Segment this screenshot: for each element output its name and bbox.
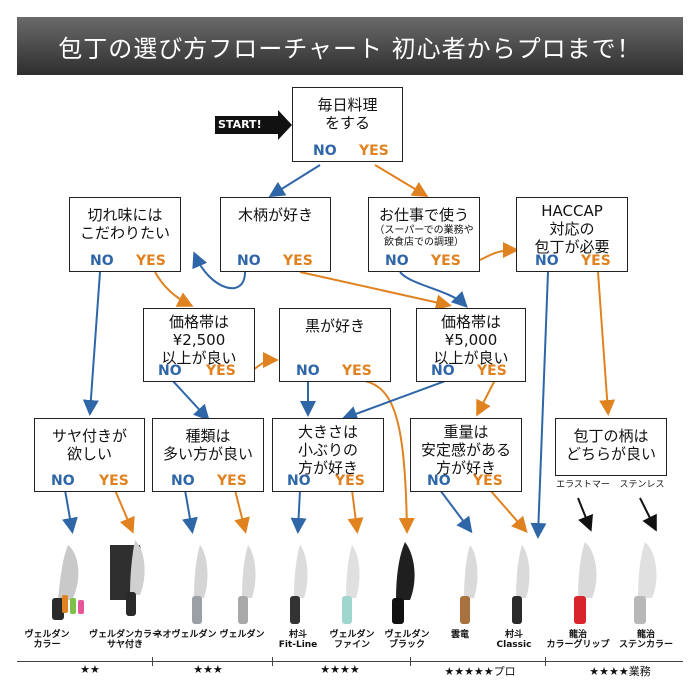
question-text: 価格帯は ¥5,000 以上が良い xyxy=(433,313,509,367)
knife-ryuji-stain-color xyxy=(634,542,657,624)
knife-verdun xyxy=(238,545,256,624)
question-sharpness: 切れ味には こだわりたい NO YES xyxy=(69,197,181,272)
no-label: NO xyxy=(237,253,261,269)
rating-tick xyxy=(272,657,273,666)
question-cook-daily: 毎日料理 をする NO YES xyxy=(292,87,403,162)
rating-tick xyxy=(410,657,411,666)
question-variety: 種類は 多い方が良い NO YES xyxy=(152,418,264,492)
question-text: 包丁の柄は どちらが良い xyxy=(565,427,656,463)
knife-verdun-black xyxy=(392,542,415,624)
question-text: 価格帯は ¥2,500 以上が良い xyxy=(161,313,237,367)
knife-label: 雲竜 xyxy=(450,630,469,640)
knife-murato-classic xyxy=(512,545,530,624)
question-text: 大きさは 小ぶりの 方が好き xyxy=(297,423,358,477)
question-haccap: HACCAP 対応の 包丁が必要 NO YES xyxy=(516,197,628,272)
yes-label: YES xyxy=(217,473,247,489)
yes-label: YES xyxy=(283,253,313,269)
rating-tick xyxy=(545,657,546,666)
question-text: 切れ味には こだわりたい xyxy=(79,206,170,242)
no-label: NO xyxy=(431,363,455,379)
yes-label: YES xyxy=(206,363,236,379)
rating-stars: ★★★★★プロ xyxy=(444,665,516,678)
question-price-2500: 価格帯は ¥2,500 以上が良い NO YES xyxy=(143,308,255,382)
no-label: NO xyxy=(90,253,114,269)
knife-unryu xyxy=(460,545,478,624)
rating-stars: ★★★★業務 xyxy=(589,665,651,678)
knife-label: ヴェルダンカラー サヤ付き xyxy=(88,630,161,650)
no-label: NO xyxy=(296,363,320,379)
question-handle-type: 包丁の柄は どちらが良い xyxy=(555,418,667,476)
knife-murato-fitline xyxy=(290,545,308,624)
yes-label: YES xyxy=(335,473,365,489)
no-label: NO xyxy=(171,473,195,489)
no-label: NO xyxy=(51,473,75,489)
rating-divider xyxy=(17,661,683,662)
question-small-size: 大きさは 小ぶりの 方が好き NO YES xyxy=(272,418,384,492)
knife-label: 村斗 Classic xyxy=(496,630,532,650)
no-label: NO xyxy=(287,473,311,489)
knife-ryuji-color-grip xyxy=(574,542,597,624)
knife-label: ヴェルダン カラー xyxy=(24,630,70,650)
question-work-use: お仕事で使う （スーパーでの業務や 飲食店での調理） NO YES xyxy=(368,197,480,272)
yes-label: YES xyxy=(342,363,372,379)
question-subtext: （スーパーでの業務や 飲食店での調理） xyxy=(374,225,474,248)
yes-label: YES xyxy=(359,143,389,159)
no-label: NO xyxy=(385,253,409,269)
knife-verdun-color-sheath xyxy=(110,540,145,616)
rating-stars: ★★★★ xyxy=(320,663,360,676)
page-title: 包丁の選び方フローチャート 初心者からプロまで！ xyxy=(17,17,683,75)
question-text: 重量は 安定感がある 方が好き xyxy=(420,423,511,477)
question-text: 黒が好き xyxy=(304,317,365,335)
yes-label: YES xyxy=(99,473,129,489)
rating-stars: ★★ xyxy=(80,663,100,676)
knife-neo-verdun xyxy=(192,545,208,624)
yes-label: YES xyxy=(431,253,461,269)
handle-option-stainless: ステンレス xyxy=(619,480,665,490)
knife-verdun-fine xyxy=(342,545,360,624)
question-weight: 重量は 安定感がある 方が好き NO YES xyxy=(410,418,522,492)
question-text: お仕事で使う xyxy=(378,206,469,224)
knife-label: 龍治 ステンカラー xyxy=(618,630,673,650)
rating-stars: ★★★ xyxy=(193,663,223,676)
question-text: 種類は 多い方が良い xyxy=(162,427,253,463)
yes-label: YES xyxy=(136,253,166,269)
yes-label: YES xyxy=(477,363,507,379)
start-label: START! xyxy=(218,118,262,131)
knife-label: ヴェルダン xyxy=(219,630,265,640)
handle-option-elastomer: エラストマー xyxy=(556,480,610,490)
yes-label: YES xyxy=(581,253,611,269)
no-label: NO xyxy=(313,143,337,159)
question-text: HACCAP 対応の 包丁が必要 xyxy=(534,202,610,256)
start-arrow-icon xyxy=(215,110,292,140)
rating-tick xyxy=(152,657,153,666)
no-label: NO xyxy=(158,363,182,379)
knife-label: 龍治 カラーグリップ xyxy=(546,630,610,650)
question-text: 木柄が好き xyxy=(237,206,313,224)
knife-label: ヴェルダン ファイン xyxy=(329,630,375,650)
knife-verdun-color xyxy=(52,545,84,620)
knife-label: 村斗 Fit-Line xyxy=(278,630,318,650)
question-sheath: サヤ付きが 欲しい NO YES xyxy=(34,418,145,492)
question-black: 黒が好き NO YES xyxy=(279,308,391,382)
question-text: 毎日料理 をする xyxy=(317,96,378,132)
no-label: NO xyxy=(535,253,559,269)
knife-label: ネオヴェルダン xyxy=(153,630,217,640)
yes-label: YES xyxy=(473,473,503,489)
no-label: NO xyxy=(427,473,451,489)
question-wood-handle: 木柄が好き NO YES xyxy=(220,197,331,272)
knife-label: ヴェルダン ブラック xyxy=(384,630,430,650)
question-text: サヤ付きが 欲しい xyxy=(51,427,127,463)
question-price-5000: 価格帯は ¥5,000 以上が良い NO YES xyxy=(416,308,526,382)
